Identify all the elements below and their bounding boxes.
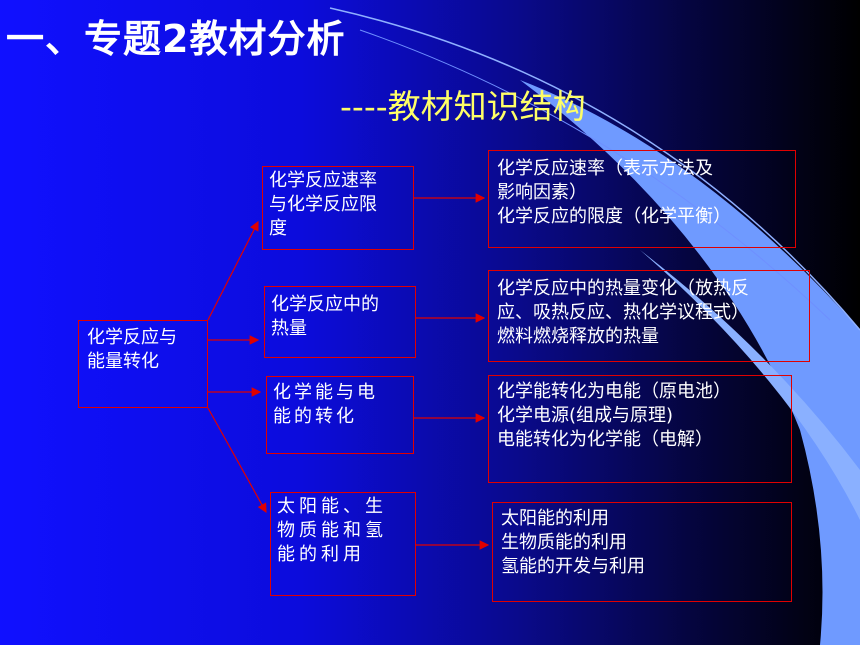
detail-node-2: 化学反应中的热量变化（放热反 应、吸热反应、热化学议程式） 燃料燃烧释放的热量 xyxy=(488,270,810,362)
topic-node-2: 化学反应中的 热量 xyxy=(264,286,416,358)
root-to-topic-1-line xyxy=(207,220,259,321)
page-title: 一、专题2教材分析 xyxy=(6,17,346,61)
detail-node-3: 化学能转化为电能（原电池） 化学电源(组成与原理) 电能转化为化学能（电解） xyxy=(488,375,792,483)
topic-node-1: 化学反应速率 与化学反应限 度 xyxy=(262,166,414,250)
swoosh-line-inner xyxy=(359,29,831,321)
detail-node-1: 化学反应速率（表示方法及 影响因素） 化学反应的限度（化学平衡） xyxy=(488,150,796,248)
root-node: 化学反应与 能量转化 xyxy=(78,320,208,408)
page-subtitle: ----教材知识结构 xyxy=(340,87,586,126)
topic-node-3: 化学能与电 能的转化 xyxy=(266,376,414,454)
swoosh-line-outer xyxy=(329,7,860,331)
detail-node-4: 太阳能的利用 生物质能的利用 氢能的开发与利用 xyxy=(492,502,792,602)
light-blue-swoosh xyxy=(520,80,860,645)
root-to-topic-4-line xyxy=(207,407,267,514)
topic-node-4: 太阳能、生 物质能和氢 能的利用 xyxy=(270,492,416,596)
